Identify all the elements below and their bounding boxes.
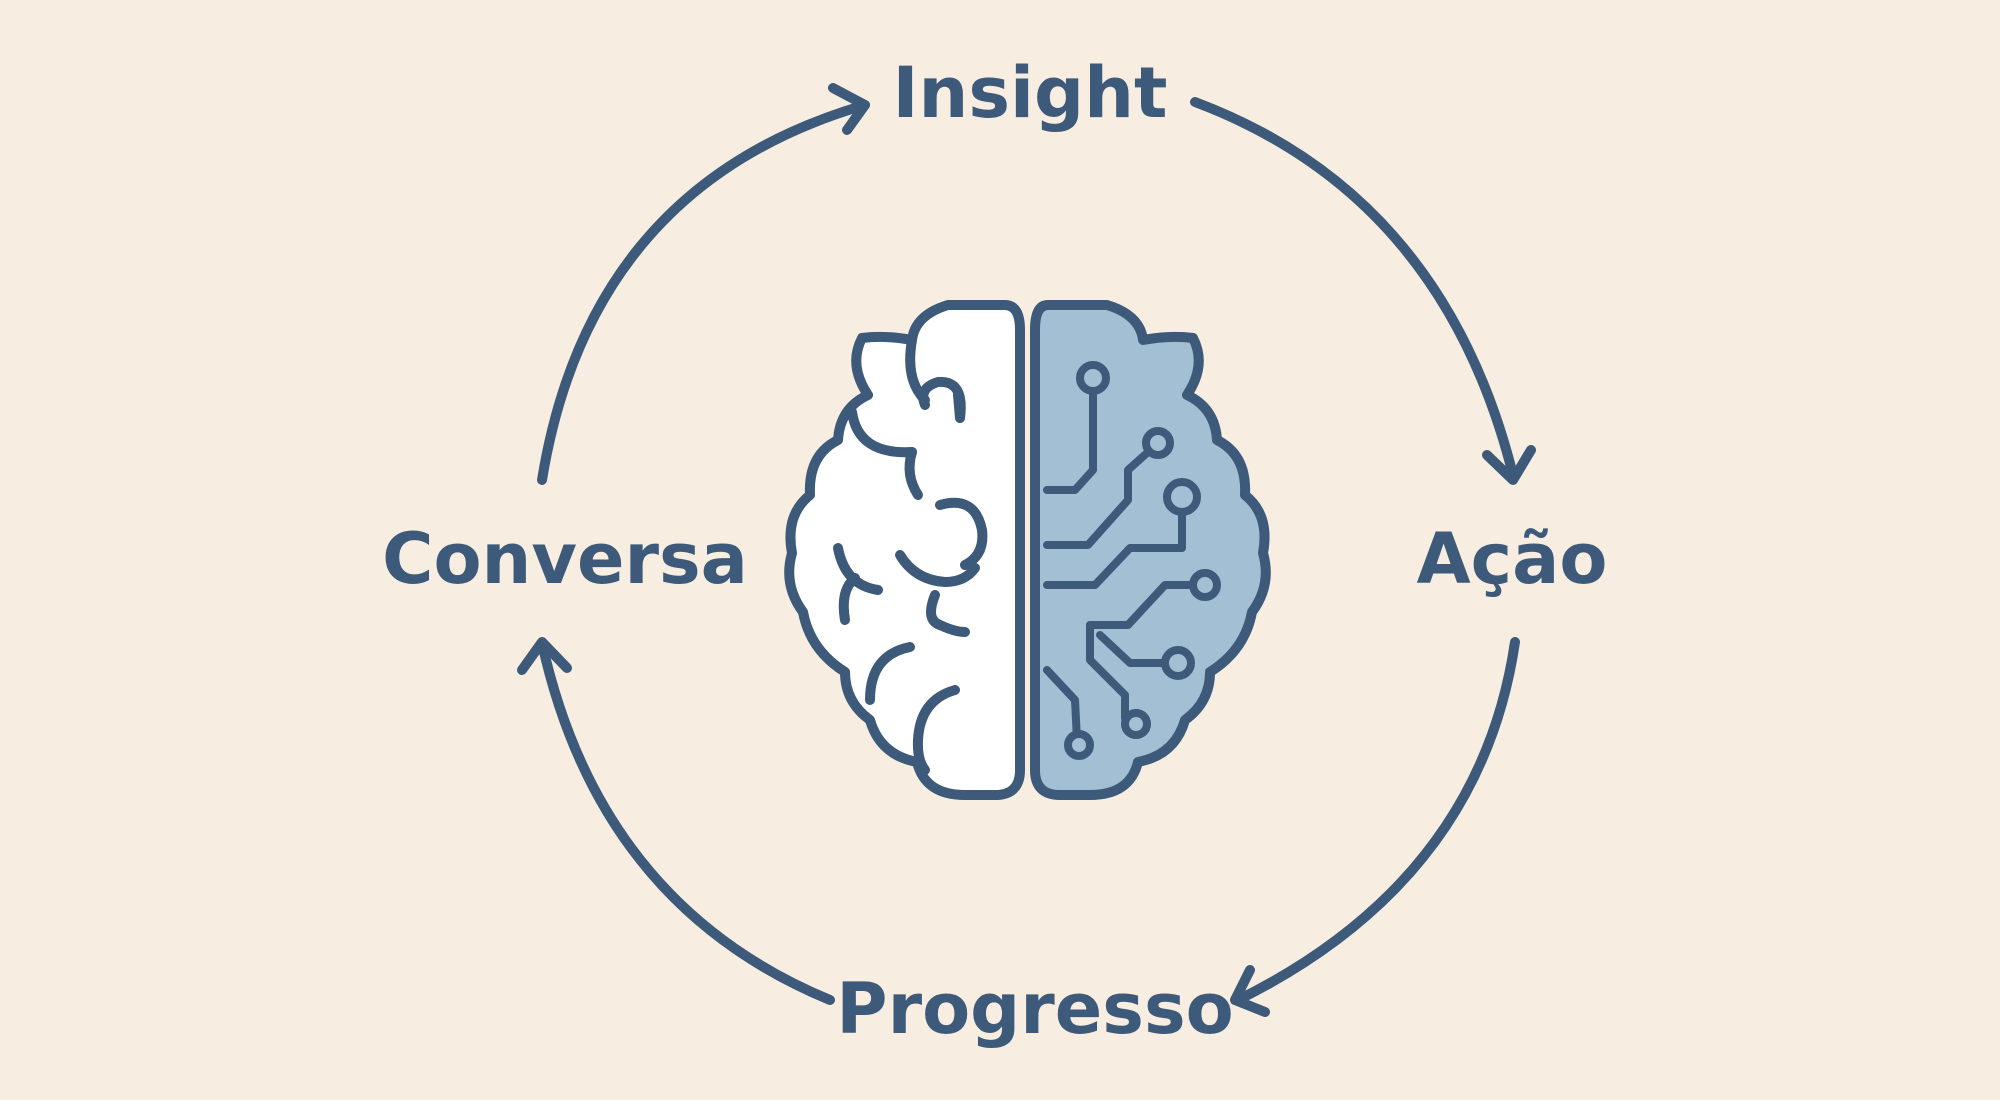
arrow-acao-to-progresso [1233, 637, 1520, 1005]
circuit-traces [1043, 374, 1204, 744]
arrowhead-insight [828, 83, 870, 135]
circuit-node [1142, 427, 1174, 459]
arrow-insight-to-acao [1190, 97, 1518, 480]
stage-label-progresso: Progresso [836, 968, 1233, 1050]
circuit-trace [1043, 439, 1162, 549]
arrow-conversa-to-insight [537, 100, 870, 485]
brain-fold [895, 550, 980, 587]
arrowhead-acao [1482, 445, 1536, 485]
arrow-progresso-to-conversa [537, 638, 835, 1005]
brain-fold [926, 590, 970, 637]
circuit-trace [1086, 621, 1129, 722]
circuit-node [1064, 730, 1094, 760]
stage-label-acao: Ação [1417, 518, 1608, 600]
circuit-node [1161, 646, 1195, 680]
brain-fold [905, 335, 930, 405]
circuit-node [1189, 569, 1221, 601]
brain-circuit-icon [784, 300, 1271, 800]
circuit-trace [1086, 581, 1204, 629]
brain-fold [912, 685, 960, 775]
circuit-node [1163, 478, 1201, 516]
circuit-trace [1043, 493, 1186, 589]
stage-label-conversa: Conversa [382, 518, 748, 600]
stage-label-insight: Insight [893, 52, 1168, 134]
arrowhead-conversa [517, 637, 572, 675]
arrowhead-progresso [1230, 965, 1270, 1017]
brain-fold [953, 390, 965, 423]
brain-fold [838, 573, 860, 625]
cycle-arrows [517, 83, 1536, 1017]
brain-fold [935, 497, 988, 570]
brain-fold [904, 447, 923, 500]
circuit-trace [1043, 666, 1081, 744]
circuit-nodes [1064, 361, 1221, 760]
brain-left-hemisphere [784, 300, 1025, 800]
circuit-node [1121, 709, 1151, 739]
circuit-node [1076, 361, 1110, 395]
brain-fold [865, 642, 915, 705]
circuit-trace [1043, 374, 1097, 494]
brain-fold [847, 407, 917, 458]
circuit-trace [1096, 631, 1179, 667]
